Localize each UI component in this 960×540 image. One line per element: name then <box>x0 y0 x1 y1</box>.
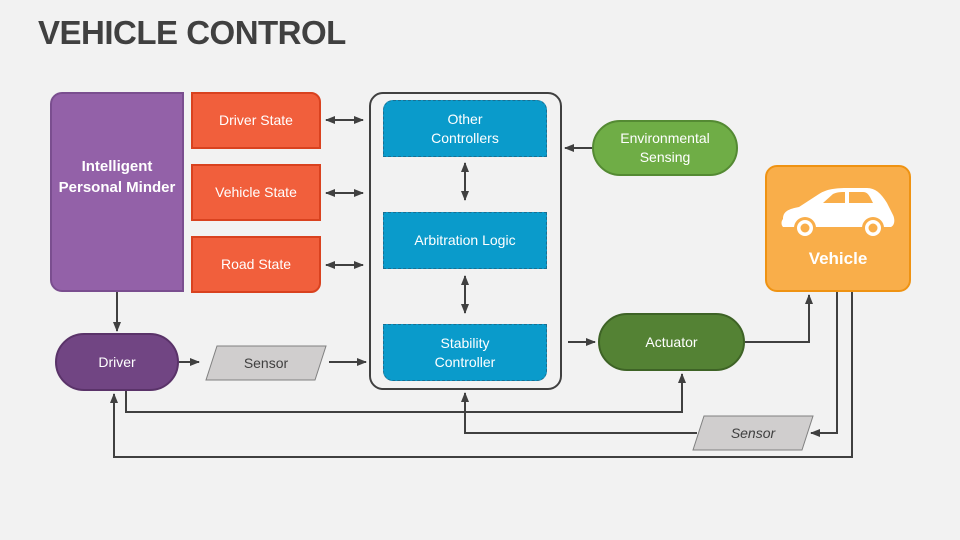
vehicle-label: Vehicle <box>808 249 868 268</box>
actuator-node: Actuator <box>598 313 745 371</box>
other-controllers-box: Other Controllers <box>383 100 547 157</box>
sensor-left-shape <box>205 345 327 381</box>
driver-state-box: Driver State <box>191 92 321 149</box>
arrow-vehicle-sensor <box>810 292 838 437</box>
intelligent-personal-minder-box: Intelligent Personal Minder <box>50 92 184 292</box>
stability-controller-box: Stability Controller <box>383 324 547 381</box>
vehicle-state-box: Vehicle State <box>191 164 321 221</box>
controller-group-container <box>369 92 562 390</box>
arrow-driver-actuator <box>125 373 686 413</box>
sensor-right-shape <box>692 415 814 451</box>
environmental-sensing-node: Environmental Sensing <box>592 120 738 176</box>
arrow-actuator-vehicle <box>745 294 813 343</box>
arrow-vehicle-driver <box>110 292 853 458</box>
sensor-right-label: Sensor <box>730 425 776 441</box>
vehicle-box: Vehicle <box>765 165 911 292</box>
arrow-sensor-container-bottom <box>461 392 697 434</box>
driver-node: Driver <box>55 333 179 391</box>
road-state-box: Road State <box>191 236 321 293</box>
page-title: VEHICLE CONTROL <box>38 14 346 51</box>
sensor-left-label: Sensor <box>243 355 289 371</box>
car-icon <box>781 188 895 239</box>
arbitration-logic-box: Arbitration Logic <box>383 212 547 269</box>
